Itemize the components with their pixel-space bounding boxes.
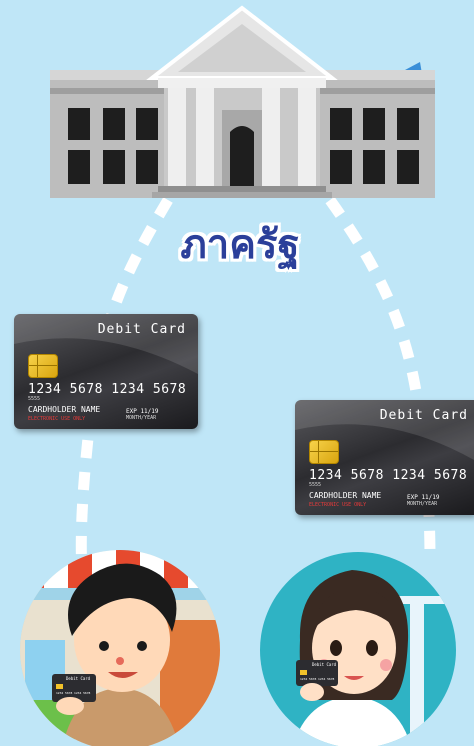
card-title: Debit Card	[98, 322, 186, 337]
cardholder-name: CARDHOLDER NAME	[309, 491, 381, 500]
electronic-use-label: ELECTRONIC USE ONLY	[309, 502, 366, 508]
woman-avatar	[260, 552, 458, 746]
debit-card-right: Debit Card 1234 5678 1234 5678 5555 CARD…	[295, 400, 474, 515]
electronic-use-label: ELECTRONIC USE ONLY	[28, 416, 85, 422]
man-avatar	[20, 548, 220, 746]
card-number: 1234 5678 1234 5678	[28, 382, 186, 397]
card-title: Debit Card	[380, 408, 468, 423]
chip-icon	[28, 354, 58, 378]
mini-card-title-right: Debit Card	[312, 662, 336, 667]
card-expiry: EXP 11/19	[407, 494, 440, 501]
card-number: 1234 5678 1234 5678	[309, 468, 467, 483]
debit-card-left: Debit Card 1234 5678 1234 5678 5555 CARD…	[14, 314, 198, 429]
card-short-number: 5555	[309, 482, 321, 488]
mini-card-title-left: Debit Card	[66, 676, 90, 681]
cardholder-name: CARDHOLDER NAME	[28, 405, 100, 414]
government-label: ภาครัฐ	[150, 212, 330, 276]
month-year-label: MONTH/YEAR	[407, 501, 437, 507]
month-year-label: MONTH/YEAR	[126, 415, 156, 421]
government-building-icon	[50, 8, 435, 198]
chip-icon	[309, 440, 339, 464]
mini-card-number-left: 1234 5678 1234 5678	[56, 691, 90, 695]
card-short-number: 5555	[28, 396, 40, 402]
mini-card-number-right: 1234 5678 1234 5678	[300, 677, 334, 681]
card-expiry: EXP 11/19	[126, 408, 159, 415]
